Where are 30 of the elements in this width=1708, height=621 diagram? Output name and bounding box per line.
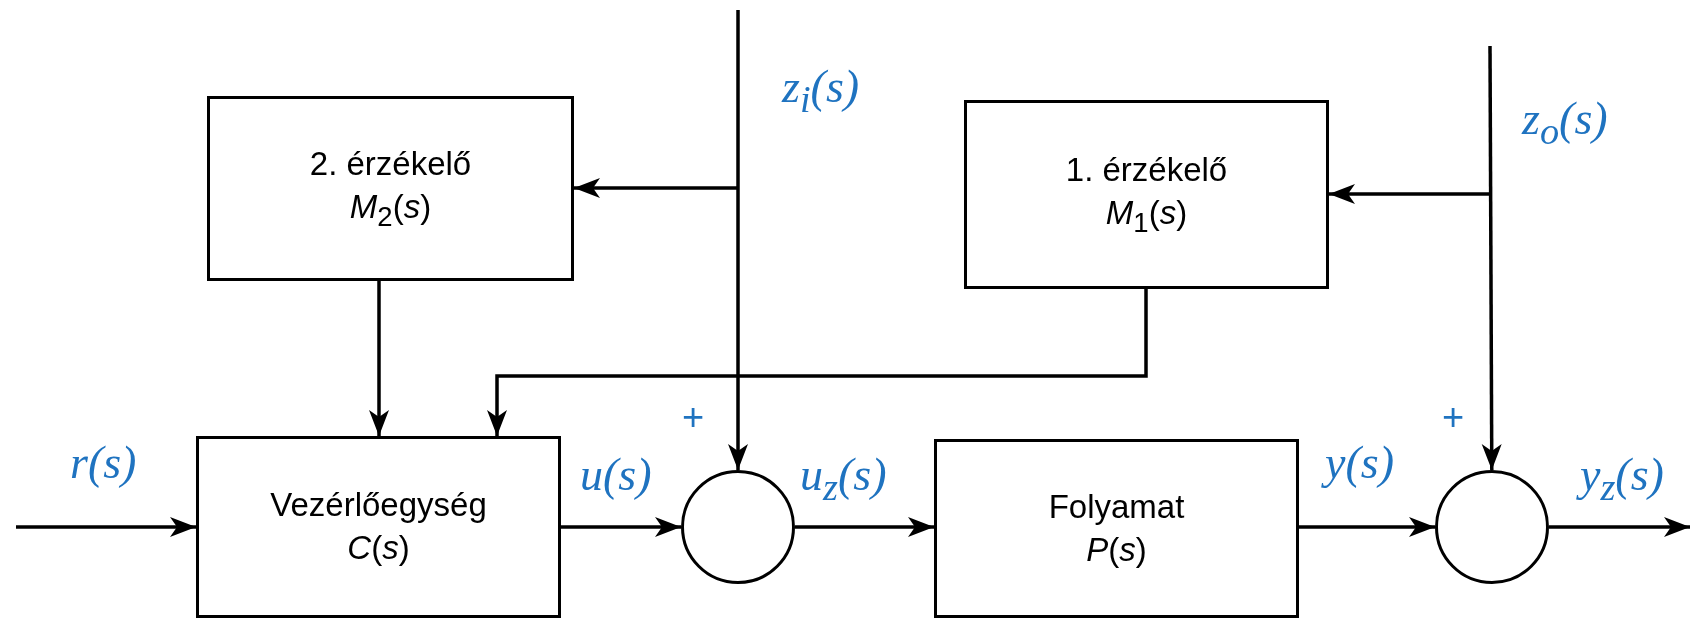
process-box	[196, 436, 561, 618]
arrow	[574, 178, 738, 198]
block-title: Vezérlőegység	[270, 485, 487, 526]
arrow	[1481, 46, 1502, 470]
transfer-function: P(s)	[1086, 529, 1147, 570]
signal-label: z$_{i}$(s)	[782, 64, 860, 119]
block-title: 2. érzékelő	[309, 143, 472, 184]
block-title: Folyamat	[1048, 486, 1185, 527]
arrow	[369, 281, 389, 436]
signal-label: u(s)	[580, 452, 652, 498]
sign-label: +	[682, 398, 705, 436]
arrow	[795, 517, 934, 537]
transfer-function: M$_{2}$(s)	[349, 186, 432, 234]
arrow	[16, 517, 196, 537]
signal-label: z$_{o}$(s)	[1522, 96, 1608, 151]
block-title: 1. érzékelő	[1065, 149, 1228, 190]
arrow	[728, 10, 748, 470]
process-box	[964, 100, 1329, 289]
transfer-function: C(s)	[347, 528, 410, 568]
transfer-function: M$_{1}$(s)	[1105, 192, 1188, 240]
arrow	[1549, 517, 1690, 537]
arrow	[561, 517, 681, 537]
sign-label: +	[1442, 398, 1465, 436]
signal-label: u$_{z}$(s)	[800, 452, 887, 507]
arrow	[1299, 517, 1435, 537]
signal-label: r(s)	[70, 440, 137, 486]
arrow	[487, 289, 1148, 436]
arrow	[1329, 184, 1490, 204]
process-box	[934, 439, 1299, 618]
process-box	[207, 96, 574, 281]
